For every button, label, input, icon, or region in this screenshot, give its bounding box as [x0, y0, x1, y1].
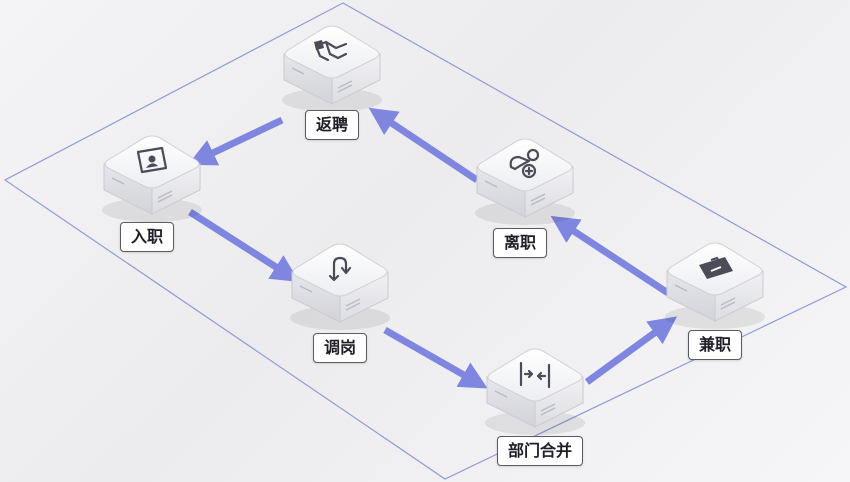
node-label-onboard: 入职 [119, 222, 175, 252]
cube-top-face [284, 25, 380, 79]
merge-arrows-icon [519, 361, 551, 389]
cube-vent [337, 80, 353, 93]
node-parttime [665, 242, 765, 329]
cube-top-face [487, 348, 583, 402]
edge-arrow-rehire-onboard [187, 116, 284, 166]
id-card-icon [136, 146, 168, 174]
cube-vent [720, 297, 736, 310]
cube-top-face [477, 138, 573, 192]
node-transfer [290, 243, 390, 330]
handshake-icon [314, 40, 348, 62]
cube-vent [530, 193, 546, 206]
briefcase-icon [699, 256, 733, 279]
cube-vent [299, 285, 313, 293]
node-label-parttime: 兼职 [687, 330, 743, 360]
swap-arrows-icon [328, 256, 352, 282]
edge-arrow-merge-parttime [584, 316, 678, 385]
nodes-layer [102, 25, 765, 435]
user-remove-icon [509, 148, 540, 179]
cube-vent [345, 298, 361, 311]
edges-layer [187, 107, 678, 389]
cube-vent [540, 403, 556, 416]
node-resign [475, 138, 575, 225]
node-label-transfer: 调岗 [312, 333, 368, 363]
node-onboard [102, 135, 202, 222]
node-label-rehire: 返聘 [304, 110, 360, 140]
cube-vent [484, 180, 498, 188]
cube-vent [111, 177, 125, 185]
cube-vent [291, 67, 305, 75]
edge-arrow-parttime-resign [550, 215, 670, 296]
cube-vent [494, 390, 508, 398]
cube-vent [674, 284, 688, 292]
node-label-merge: 部门合并 [496, 436, 584, 466]
edge-arrow-resign-rehire [368, 107, 479, 183]
edge-arrow-transfer-merge [383, 326, 488, 389]
cube-vent [157, 190, 173, 203]
node-merge [485, 348, 585, 435]
edge-arrow-onboard-transfer [188, 209, 300, 283]
isometric-plane [3, 2, 848, 480]
cube-top-face [292, 243, 388, 297]
node-label-resign: 离职 [492, 228, 548, 258]
node-rehire [282, 25, 382, 112]
